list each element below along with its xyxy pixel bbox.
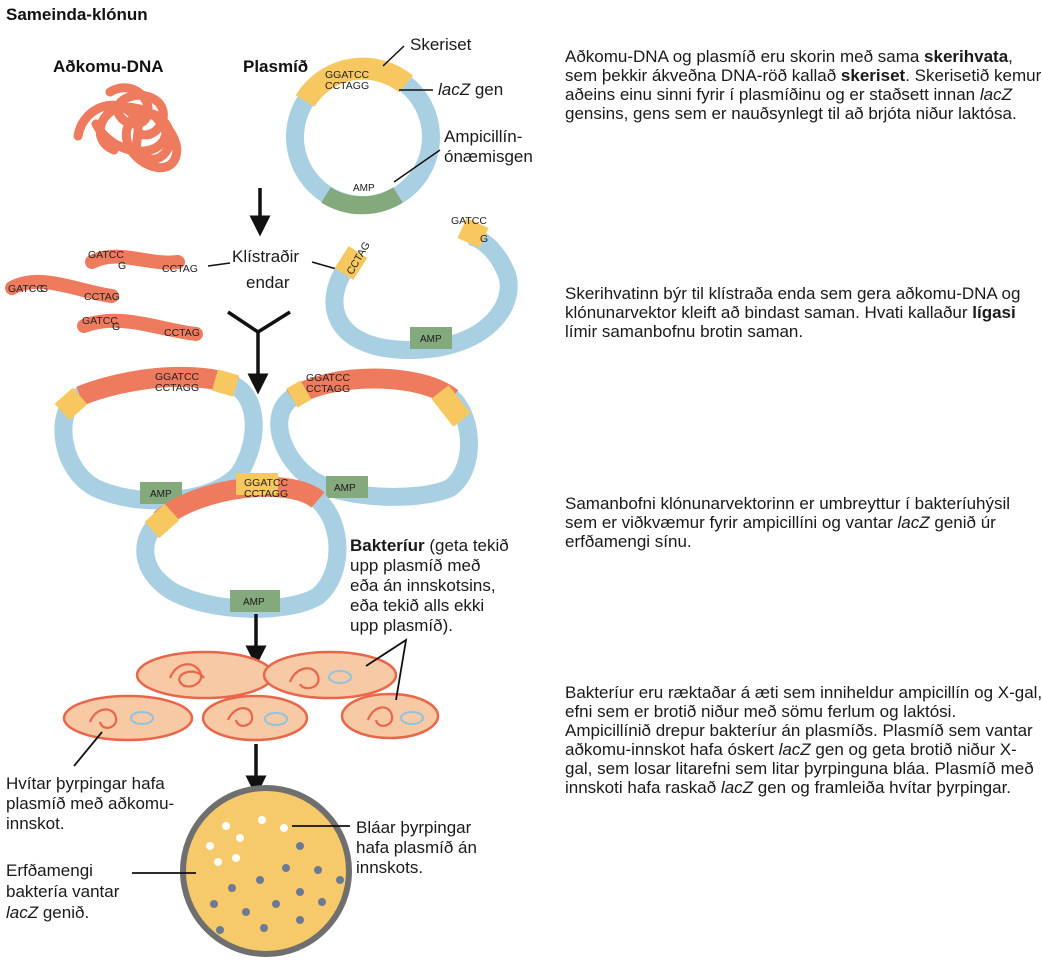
svg-text:GGATCC: GGATCC (155, 371, 200, 383)
diagram-title: Sameinda-klónun (6, 5, 148, 24)
svg-text:GGATCC: GGATCC (306, 372, 351, 384)
svg-text:GATCC: GATCC (88, 249, 124, 261)
lacz-word: lacZ (438, 80, 471, 99)
svg-text:G: G (480, 233, 488, 245)
svg-text:AMP: AMP (150, 489, 172, 500)
restriction-site-label: Skeriset (410, 35, 472, 54)
white-colonies-label-2: plasmíð með aðkomu- (6, 794, 174, 813)
blue-colonies-label-2: hafa plasmíð án (356, 838, 477, 857)
svg-text:CCTAGG: CCTAGG (244, 488, 288, 500)
dna-fragment-2: GATCC G CCTAG (5, 274, 120, 303)
svg-text:AMP: AMP (243, 597, 265, 608)
ampicillin-label-2: ónæmisgen (444, 147, 533, 166)
svg-text:GGATCC: GGATCC (244, 477, 289, 489)
genome-label-3: lacZ genið. (6, 903, 89, 922)
step-3-paragraph: Samanbofni klónunarvektorinn er umbreytt… (565, 494, 1011, 551)
plasmid-intact: GGATCC CCTAGG AMP (286, 57, 440, 215)
recombinant-plasmid-3: AMP GGATCC CCTAGG (136, 473, 347, 618)
white-colonies (206, 816, 288, 866)
genome-label-2: baktería vantar (6, 882, 120, 901)
svg-text:AMP: AMP (334, 483, 356, 494)
sticky-ends-label-2: endar (246, 273, 290, 292)
step-4-paragraph: Bakteríur eru ræktaðar á æti sem innihel… (565, 683, 1043, 797)
amp-gene-label: AMP (353, 183, 375, 194)
gene-word: gen (470, 80, 503, 99)
blue-colonies (210, 842, 344, 934)
step-2-paragraph: Skerihvatinn býr til klístraða enda sem … (565, 284, 1021, 341)
plasmid-label: Plasmíð (243, 57, 308, 76)
ampicillin-label-1: Ampicillín- (444, 127, 522, 146)
bacteria-label-1: Bakteríur (geta tekið (350, 536, 509, 555)
dna-fragment-1: GATCC G CCTAG (85, 249, 198, 275)
petri-dish (180, 785, 352, 957)
step-1-paragraph: Aðkomu-DNA og plasmíð eru skorin með sam… (565, 47, 1042, 123)
bacteria-cells (62, 650, 440, 742)
genome-label-1: Erfðamengi (6, 861, 93, 880)
white-colonies-label-3: innskot. (6, 814, 65, 833)
dna-fragment-3: GATCC G CCTAG (77, 313, 203, 341)
svg-text:AMP: AMP (420, 334, 442, 345)
recombinant-plasmid-2: AMP GGATCC CCTAGG (270, 368, 478, 506)
svg-text:CCTAG: CCTAG (164, 327, 200, 339)
svg-text:GATCC: GATCC (451, 215, 487, 227)
foreign-dna-label: Aðkomu-DNA (53, 57, 164, 76)
sticky-ends-label-1: Klístraðir (232, 247, 299, 266)
svg-text:G: G (112, 321, 120, 333)
svg-text:GATCC: GATCC (82, 315, 118, 327)
svg-text:G: G (40, 283, 48, 295)
svg-text:CCTAGG: CCTAGG (155, 382, 199, 394)
blue-colonies-label-3: innskots. (356, 858, 423, 877)
bacteria-label-4: eða tekið alls ekki (350, 596, 484, 615)
recombinant-plasmid-1: AMP GGATCC CCTAGG (54, 366, 263, 510)
blue-colonies-label-1: Bláar þyrpingar (356, 818, 472, 837)
foreign-dna-tangle (73, 83, 182, 173)
lacz-gene-label: lacZ gen (438, 80, 503, 99)
bacteria-label-3: eða án innskotsins, (350, 576, 496, 595)
bacteria-label-5: upp plasmíð). (350, 616, 453, 635)
svg-text:CCTAGG: CCTAGG (306, 383, 350, 395)
white-colonies-label-1: Hvítar þyrpingar hafa (6, 774, 165, 793)
svg-text:G: G (118, 260, 126, 272)
svg-text:CCTAG: CCTAG (84, 291, 120, 303)
svg-text:CCTAG: CCTAG (162, 263, 198, 275)
svg-text:GATCC: GATCC (8, 283, 44, 295)
site-seq-bottom: CCTAGG (325, 80, 369, 92)
bacteria-label-2: upp plasmíð með (350, 556, 480, 575)
cut-plasmid: AMP GATCC G CCTAG (325, 215, 518, 360)
site-seq-top: GGATCC (325, 69, 370, 81)
